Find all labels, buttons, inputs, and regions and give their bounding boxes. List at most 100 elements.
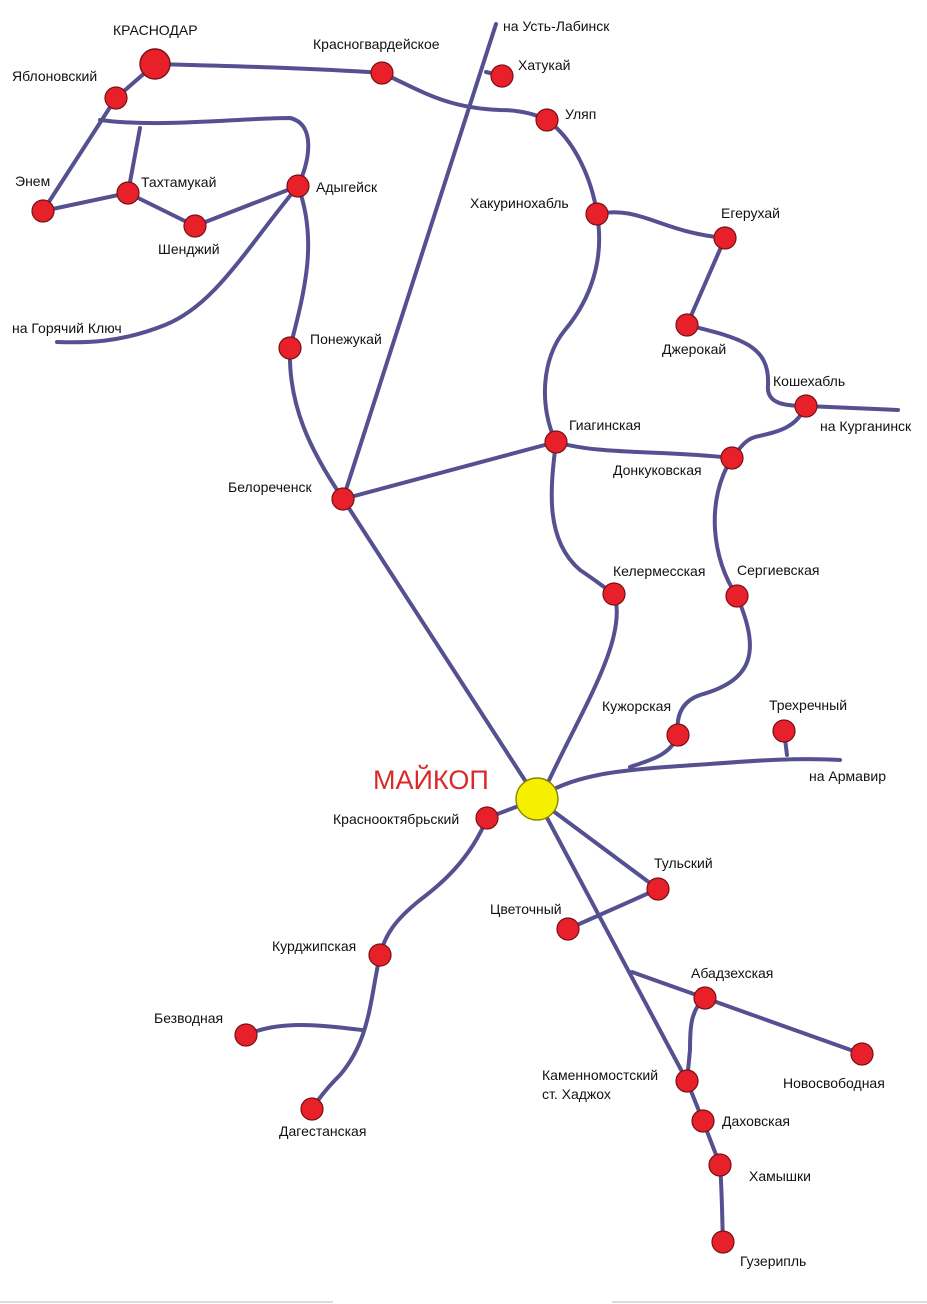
yablonovsky-marker[interactable] xyxy=(104,86,128,110)
ponezhukay-marker[interactable] xyxy=(278,336,302,360)
takhtamukay-label: Тахтамукай xyxy=(141,174,216,190)
ulyap-label: Уляп xyxy=(565,106,596,122)
guzeripl-label: Гузерипль xyxy=(740,1253,806,1269)
giaginskaya-label: Гиагинская xyxy=(569,417,641,433)
road-koshekhabl-donkukovskaya xyxy=(730,404,808,460)
dagestanskaya-label: Дагестанская xyxy=(279,1123,366,1139)
armavir-label: на Армавир xyxy=(809,768,886,784)
road-maykop-armavir xyxy=(535,757,842,801)
maykop-marker[interactable] xyxy=(515,777,559,821)
khakurinokhabl-marker[interactable] xyxy=(585,202,609,226)
road-adygeysk-ponezhukay xyxy=(288,184,311,350)
krasnogvardeyskoe-label: Красногвардейское xyxy=(313,36,440,52)
tsvetochny-marker[interactable] xyxy=(556,917,580,941)
road-sergievskaya-kuzhorskaya xyxy=(628,594,752,769)
kelermesskaya-marker[interactable] xyxy=(602,582,626,606)
maykop-label: МАЙКОП xyxy=(373,764,489,795)
donkukovskaya-label: Донкуковская xyxy=(613,462,702,478)
kurganinsk-label: на Курганинск xyxy=(820,418,912,434)
road-bezvodnaya xyxy=(244,1023,364,1037)
road-maykop-krasnooktyabrsky-kurdzhipskaya xyxy=(378,797,539,957)
road-kelermesskaya-maykop xyxy=(538,592,619,802)
khamyshki-label: Хамышки xyxy=(749,1168,811,1184)
shendzhy-label: Шенджий xyxy=(158,241,220,257)
koshekhabl-marker[interactable] xyxy=(794,394,818,418)
road-belorechensk-giaginskaya xyxy=(341,440,558,501)
dakhovskaya-label: Даховская xyxy=(722,1113,790,1129)
belorechensk-marker[interactable] xyxy=(331,487,355,511)
tulsky-marker[interactable] xyxy=(646,877,670,901)
khadzhokh-label: ст. Хаджох xyxy=(542,1086,611,1102)
road-giaginskaya-donkukovskaya xyxy=(554,440,734,460)
road-enem-takhtamukay xyxy=(41,191,130,213)
adygeysk-label: Адыгейск xyxy=(316,179,378,195)
bezvodnaya-label: Безводная xyxy=(154,1010,223,1026)
ponezhukay-label: Понежукай xyxy=(310,331,382,347)
map-labels: КРАСНОДАР Яблоновский Красногвардейское … xyxy=(12,18,912,1269)
krasnodar-label: КРАСНОДАР xyxy=(113,22,198,38)
road-adygeysk-goryachy-klyuch xyxy=(55,184,300,345)
abadzekhskaya-label: Абадзехская xyxy=(691,965,773,981)
road-khakurinokhabl-egerukhay xyxy=(595,210,727,240)
settlement-markers xyxy=(31,48,874,1254)
road-koshekhabl-kurganinsk xyxy=(804,404,900,412)
road-kurdzhipskaya-dagestanskaya xyxy=(310,953,382,1111)
adygeysk-marker[interactable] xyxy=(286,174,310,198)
khakurinokhabl-label: Хакуринохабль xyxy=(470,195,569,211)
enem-marker[interactable] xyxy=(31,199,55,223)
egerukhay-label: Егерухай xyxy=(721,205,780,221)
dagestanskaya-marker[interactable] xyxy=(300,1097,324,1121)
khamyshki-marker[interactable] xyxy=(708,1153,732,1177)
road-tulsky-tsvetochny xyxy=(566,887,660,931)
kelermesskaya-label: Келермесская xyxy=(613,563,705,579)
kurdzhipskaya-marker[interactable] xyxy=(368,943,392,967)
road-giaginskaya-kelermesskaya xyxy=(549,440,616,596)
sergievskaya-marker[interactable] xyxy=(725,584,749,608)
road-krasnodar-krasnogvardeyskoe-ulyap xyxy=(153,62,549,122)
takhtamukay-marker[interactable] xyxy=(116,181,140,205)
trekhrechny-label: Трехречный xyxy=(769,697,847,713)
road-shendzhy-adygeysk xyxy=(193,184,300,228)
yablonovsky-label: Яблоновский xyxy=(12,68,97,84)
shendzhy-marker[interactable] xyxy=(183,214,207,238)
dakhovskaya-marker[interactable] xyxy=(691,1109,715,1133)
road-yablonovsky-enem xyxy=(41,96,118,213)
road-abadzekhskaya-kamennomostsky xyxy=(685,996,707,1083)
krasnogvardeyskoe-marker[interactable] xyxy=(370,61,394,85)
road-egerukhay-dzherokay xyxy=(685,236,727,327)
road-yablonovsky-adygeysk-loop xyxy=(98,116,311,188)
road-ust-labinsk-belorechensk xyxy=(341,22,498,501)
tsvetochny-label: Цветочный xyxy=(490,901,562,917)
road-maykop-tulsky xyxy=(535,797,660,891)
goryachy-klyuch-label: на Горячий Ключ xyxy=(12,320,122,336)
road-donkukovskaya-sergievskaya xyxy=(712,456,739,598)
koshekhabl-label: Кошехабль xyxy=(773,373,845,389)
guzeripl-marker[interactable] xyxy=(711,1230,735,1254)
donkukovskaya-marker[interactable] xyxy=(720,446,744,470)
ulyap-marker[interactable] xyxy=(535,108,559,132)
giaginskaya-marker[interactable] xyxy=(544,430,568,454)
krasnodar-marker[interactable] xyxy=(139,48,171,80)
road-dzherokay-koshekhabl xyxy=(685,323,808,408)
khatukay-marker[interactable] xyxy=(490,64,514,88)
kuzhorskaya-marker[interactable] xyxy=(666,723,690,747)
tulsky-label: Тульский xyxy=(654,855,713,871)
novosvobodnaya-label: Новосвободная xyxy=(783,1075,885,1091)
krasnooktyabrsky-marker[interactable] xyxy=(475,806,499,830)
kamennomostsky-marker[interactable] xyxy=(675,1069,699,1093)
trekhrechny-marker[interactable] xyxy=(772,719,796,743)
sergievskaya-label: Сергиевская xyxy=(737,562,819,578)
bezvodnaya-marker[interactable] xyxy=(234,1023,258,1047)
novosvobodnaya-marker[interactable] xyxy=(850,1042,874,1066)
road-khakurinokhabl-giaginskaya xyxy=(542,212,602,444)
road-maykop-kamennomostsky xyxy=(535,797,689,1083)
belorechensk-label: Белореченск xyxy=(228,479,313,495)
road-belorechensk-maykop xyxy=(341,497,539,801)
dzherokay-marker[interactable] xyxy=(675,313,699,337)
dzherokay-label: Джерокай xyxy=(662,341,726,357)
abadzekhskaya-marker[interactable] xyxy=(693,986,717,1010)
kamennomostsky-label: Каменномостский xyxy=(542,1067,658,1083)
enem-label: Энем xyxy=(15,173,50,189)
egerukhay-marker[interactable] xyxy=(713,226,737,250)
